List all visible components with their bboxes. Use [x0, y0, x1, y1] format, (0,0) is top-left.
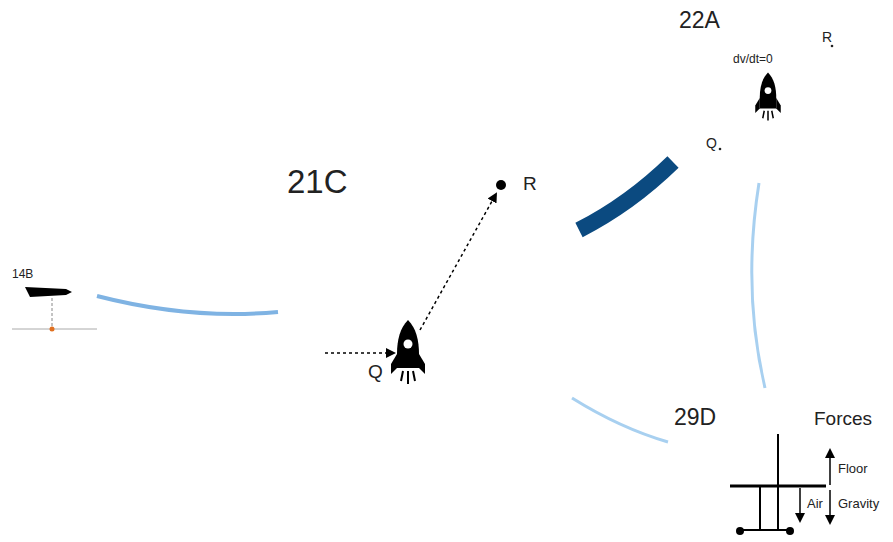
- force-label: Gravity: [838, 497, 879, 510]
- point-label: Q: [368, 362, 383, 381]
- plane-icon: [25, 287, 72, 297]
- force-label: Air: [807, 497, 823, 510]
- link-arc: [572, 398, 668, 442]
- region-number: 22A: [679, 9, 720, 32]
- point-label: Q: [706, 136, 717, 150]
- link-arc: [752, 183, 765, 388]
- link-arc: [97, 296, 278, 314]
- heading-label: Forces: [814, 409, 872, 428]
- force-label: Floor: [838, 462, 868, 475]
- equation-label: dv/dt=0: [733, 53, 773, 65]
- rocket-icon: [755, 73, 781, 121]
- region-number: 21C: [287, 165, 348, 198]
- region-number: 14B: [12, 268, 33, 280]
- region-number: 29D: [674, 406, 716, 429]
- link-arc: [579, 162, 673, 230]
- point-label: R: [523, 174, 537, 193]
- rocket-icon: [391, 320, 425, 384]
- point-label: R: [822, 30, 832, 44]
